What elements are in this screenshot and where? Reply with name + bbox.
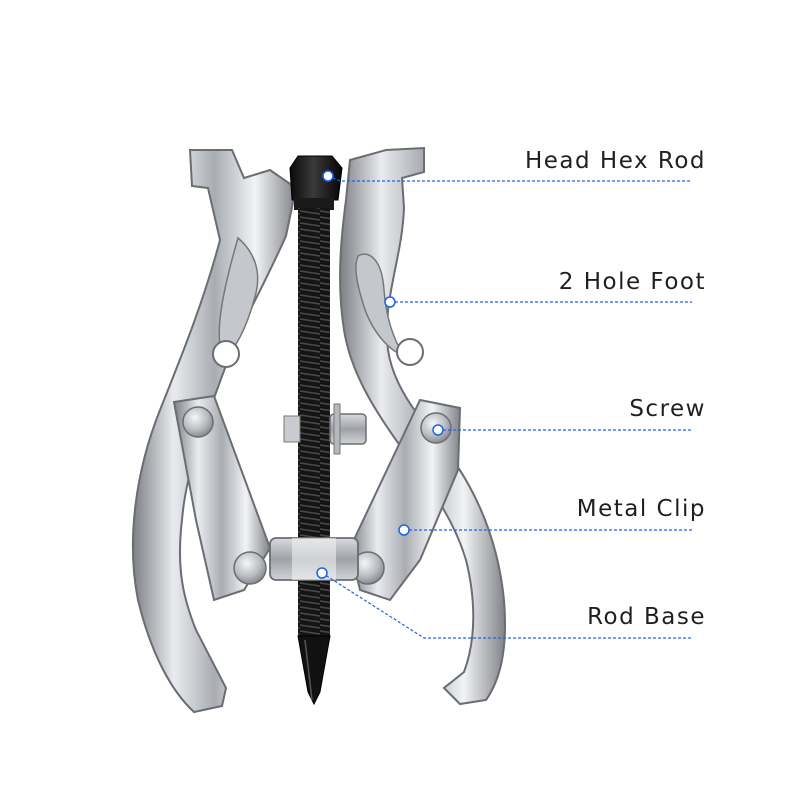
leader-dot-metal-clip — [398, 524, 410, 536]
callout-leaders — [316, 170, 692, 639]
leader-line-rod-base — [321, 572, 692, 639]
label-metal-clip: Metal Clip — [576, 496, 706, 522]
leader-dot-rod-base — [316, 567, 328, 579]
rod-base — [269, 537, 359, 581]
label-2-hole-foot: 2 Hole Foot — [558, 269, 706, 295]
leader-dot-2-hole-foot — [384, 296, 396, 308]
leader-line-head-hex-rod — [327, 175, 692, 182]
left-metal-clip — [172, 394, 272, 602]
center-nut — [283, 403, 367, 455]
label-rod-base: Rod Base — [587, 604, 706, 630]
left-arm — [131, 149, 298, 714]
leader-dot-head-hex-rod — [322, 170, 334, 182]
leader-dot-screw — [432, 424, 444, 436]
label-screw: Screw — [629, 396, 706, 422]
label-head-hex-rod: Head Hex Rod — [524, 148, 706, 174]
